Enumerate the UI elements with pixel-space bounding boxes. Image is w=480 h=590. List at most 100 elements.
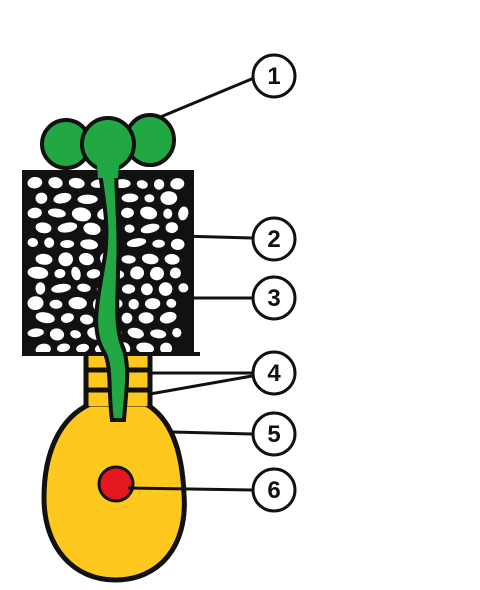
tissue-cell — [27, 237, 39, 248]
tissue-cell — [35, 282, 46, 295]
tissue-cell — [152, 239, 165, 248]
cap-stem-cover — [96, 154, 120, 178]
tissue-cell — [47, 208, 66, 218]
tissue-cell — [71, 207, 92, 222]
tissue-cell — [128, 299, 139, 310]
leader-line-1 — [157, 76, 255, 120]
tissue-cell — [35, 312, 55, 324]
tissue-cell — [159, 311, 177, 324]
tissue-cell — [27, 176, 43, 189]
tissue-cell — [140, 223, 160, 234]
tissue-cell — [58, 252, 73, 267]
tissue-cell — [49, 328, 65, 341]
callout-2: 2 — [251, 216, 297, 262]
callout-6: 6 — [251, 467, 297, 513]
tissue-cell — [60, 313, 74, 323]
tissue-cell — [51, 283, 71, 293]
tissue-cell — [60, 239, 75, 249]
tissue-cell — [127, 327, 144, 339]
tissue-cell — [138, 312, 154, 324]
leader-line-5 — [171, 430, 253, 436]
tissue-cell — [170, 238, 185, 250]
tissue-cell — [150, 266, 164, 281]
tissue-cell — [153, 179, 165, 190]
callout-circle-2 — [251, 216, 297, 262]
tissue-cell — [163, 208, 173, 219]
green-tube — [94, 158, 130, 422]
green-structure — [40, 113, 176, 422]
tissue-cell — [35, 253, 53, 265]
tissue-cell — [121, 193, 139, 203]
tissue-cell — [77, 283, 91, 292]
callout-label-4: 4 — [267, 360, 281, 387]
tissue-cell — [160, 342, 173, 355]
tissue-cell — [76, 343, 90, 353]
leader-line-2 — [179, 234, 253, 240]
callout-1: 1 — [251, 53, 297, 99]
callout-3: 3 — [251, 275, 297, 321]
tissue-cell — [44, 237, 55, 248]
tissue-cell — [158, 282, 173, 296]
tissue-cell — [140, 283, 153, 296]
tissue-cell — [54, 268, 66, 279]
tissue-cell — [172, 328, 182, 338]
tissue-cell — [164, 253, 180, 265]
callout-circle-3 — [251, 275, 297, 321]
callout-label-2: 2 — [267, 226, 280, 253]
callout-label-6: 6 — [267, 477, 280, 504]
tissue-cell — [169, 267, 181, 279]
tissue-cell — [27, 207, 42, 219]
tissue-cell — [136, 342, 155, 354]
tissue-cell — [121, 255, 136, 264]
tissue-cell — [178, 283, 189, 293]
callout-4: 4 — [251, 350, 297, 396]
tissue-cell — [27, 266, 49, 279]
callout-circle-6 — [251, 467, 297, 513]
callout-circle-5 — [251, 411, 297, 457]
callout-circle-4 — [251, 350, 297, 396]
tissue-cell — [56, 343, 71, 353]
tissue-cell — [83, 222, 101, 236]
tissue-cell — [48, 177, 63, 189]
tissue-cell — [35, 192, 48, 204]
tissue-cell — [68, 177, 85, 189]
tissue-cell — [80, 239, 98, 250]
tissue-cell — [121, 207, 134, 219]
tissue-cell — [140, 206, 158, 220]
callout-label-3: 3 — [267, 285, 280, 312]
tissue-cell — [49, 299, 63, 309]
callout-label-1: 1 — [267, 63, 280, 90]
tissue-cell — [166, 298, 177, 308]
nucleus — [97, 465, 135, 503]
tissue-cell — [53, 192, 72, 204]
tissue-cell — [27, 296, 44, 311]
callout-label-5: 5 — [267, 421, 280, 448]
tissue-cell — [150, 329, 167, 339]
tissue-cell — [160, 191, 178, 206]
callouts: 1 2 3 4 5 6 — [251, 53, 297, 513]
tissue-cell — [136, 180, 148, 189]
callout-5: 5 — [251, 411, 297, 457]
tissue-cell — [80, 314, 94, 325]
tissue-cell — [121, 284, 136, 294]
tissue-cell — [121, 312, 133, 324]
leader-lines — [127, 76, 255, 492]
tissue-cell — [57, 222, 78, 233]
tissue-cell — [70, 330, 82, 339]
tissue-cell — [141, 253, 159, 265]
callout-circle-1 — [251, 53, 297, 99]
tissue-cell — [130, 266, 144, 280]
tissue-cell — [71, 266, 81, 281]
tissue-cell — [86, 269, 101, 279]
tissue-cell — [170, 178, 185, 190]
tissue-cell — [165, 222, 178, 234]
tissue-cell — [27, 328, 44, 338]
leader-line-6 — [127, 486, 253, 492]
tissue-cell — [77, 194, 98, 205]
tissue-cell — [124, 224, 135, 233]
tissue-cell — [126, 238, 147, 248]
tissue-cell — [35, 222, 52, 234]
tissue-cell — [144, 298, 161, 310]
green-cap — [40, 113, 176, 178]
